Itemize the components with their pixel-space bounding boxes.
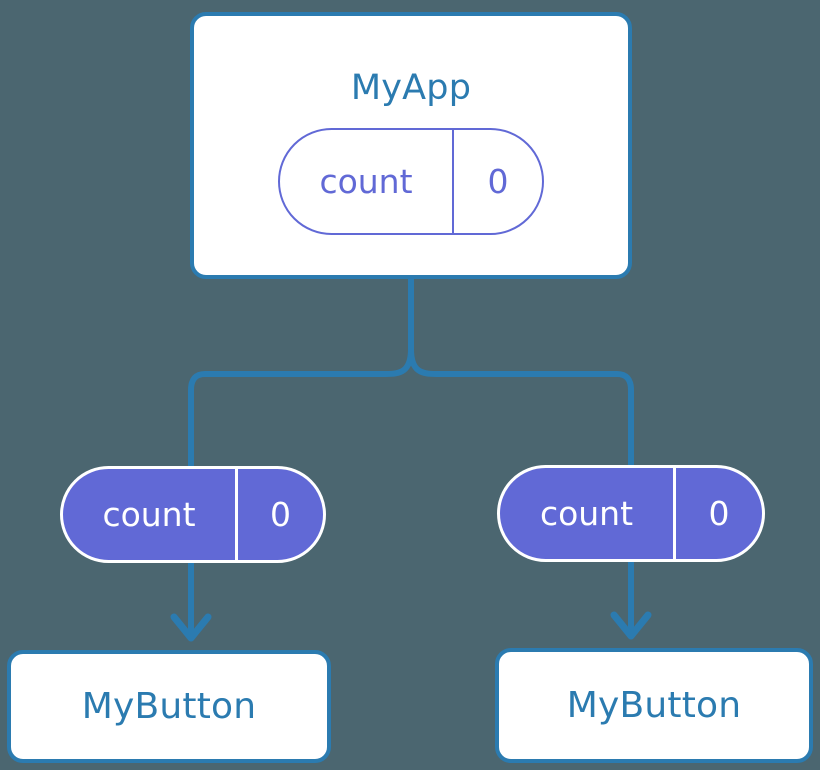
prop-pill-key: count [500, 468, 676, 559]
state-pill-key: count [280, 130, 454, 233]
arrow-right [610, 562, 652, 640]
state-pill-myapp[interactable]: count 0 [278, 128, 544, 235]
state-pill-value: 0 [487, 162, 509, 201]
component-box-mybutton-right[interactable]: MyButton [495, 648, 813, 763]
prop-pill-value: 0 [270, 495, 291, 534]
prop-pill-right[interactable]: count 0 [497, 465, 765, 562]
component-box-mybutton-left[interactable]: MyButton [7, 650, 331, 763]
connector-branch-right [408, 348, 634, 465]
arrow-left [170, 563, 212, 642]
connector-branch-left [188, 348, 414, 466]
prop-pill-value: 0 [708, 494, 730, 533]
component-title-mybutton: MyButton [81, 686, 257, 727]
prop-pill-left[interactable]: count 0 [60, 466, 326, 563]
component-title-myapp: MyApp [350, 68, 472, 108]
prop-pill-key: count [63, 469, 238, 560]
component-title-mybutton: MyButton [566, 685, 742, 726]
